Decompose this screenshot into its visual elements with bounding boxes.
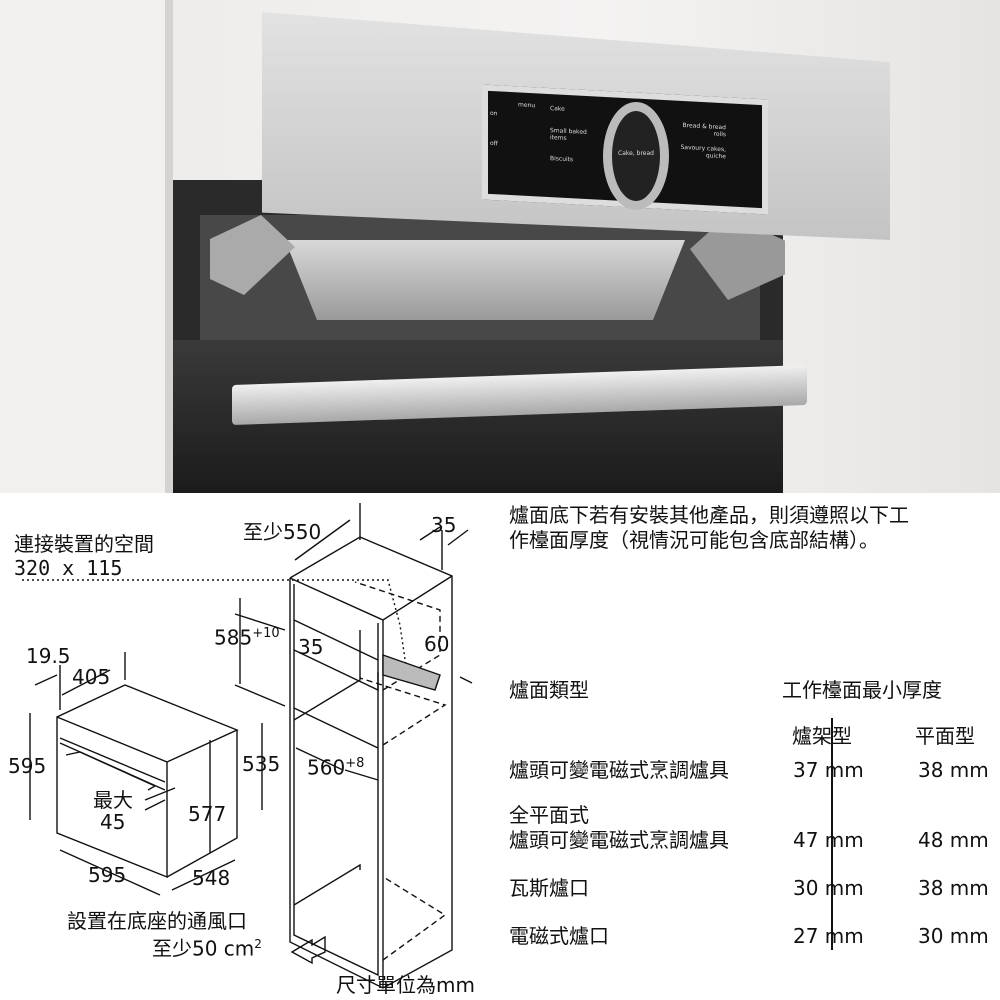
row-type: 瓦斯爐口 [509, 876, 589, 900]
subheader-flat: 平面型 [915, 724, 975, 748]
dim-min-550: 至少550 [243, 520, 322, 544]
subheader-rack: 爐架型 [792, 724, 852, 748]
control-ring[interactable]: Cake, bread [603, 102, 669, 210]
dim-595-width: 595 [88, 863, 127, 887]
column-divider [831, 718, 833, 950]
dim-19-5: 19.5 [26, 644, 71, 668]
dim-548: 548 [192, 866, 231, 890]
vent-value-text: 至少50 cm [152, 936, 255, 961]
cabinet-edge [165, 0, 173, 493]
wall-panel [0, 0, 165, 493]
connection-space-value: 320 x 115 [14, 556, 123, 580]
row-type: 全平面式 [509, 803, 589, 827]
product-photo: menu on off Cake Small baked items Biscu… [0, 0, 1000, 493]
dim-585-tolerance: +10 [252, 626, 280, 641]
row-flat: 38 mm [918, 758, 989, 782]
oven-box [56, 684, 239, 879]
vent-value: 至少50 cm2 [152, 938, 262, 959]
units-note: 尺寸單位為mm [336, 973, 475, 997]
ring-label: Cake, bread [618, 150, 654, 157]
dim-35-mid: 35 [298, 635, 324, 659]
dim-max-value: 45 [100, 810, 126, 834]
dim-560: 560+8 [307, 757, 364, 778]
row-type: 爐頭可變電磁式烹調爐具 [509, 828, 729, 852]
dim-595-height: 595 [8, 754, 47, 778]
row-type: 電磁式爐口 [509, 924, 609, 948]
dim-405: 405 [72, 665, 111, 689]
connection-dotted-line [22, 579, 409, 681]
dim-35-top: 35 [431, 513, 457, 537]
row-rack: 37 mm [793, 758, 864, 782]
dim-560-tolerance: +8 [345, 756, 365, 771]
dim-585: 585+10 [214, 627, 280, 648]
dim-577: 577 [188, 802, 227, 826]
connection-space-label: 連接裝置的空間 [14, 532, 154, 556]
dim-max-label: 最大 [93, 788, 133, 812]
steam-tray [285, 240, 685, 320]
vent-value-superscript: 2 [254, 937, 262, 951]
intro-line-1: 爐面底下若有安裝其他產品，則須遵照以下工 [509, 503, 909, 527]
vent-arrow-icon [290, 935, 326, 965]
row-flat: 30 mm [918, 924, 989, 948]
dim-585-value: 585 [214, 625, 253, 650]
row-flat: 38 mm [918, 876, 989, 900]
dim-560-value: 560 [307, 755, 346, 780]
row-rack: 27 mm [793, 924, 864, 948]
vent-label: 設置在底座的通風口 [67, 909, 247, 933]
dimension-lines [29, 503, 473, 896]
row-rack: 47 mm [793, 828, 864, 852]
row-type: 爐頭可變電磁式烹調爐具 [509, 758, 729, 782]
row-rack: 30 mm [793, 876, 864, 900]
header-min-thickness: 工作檯面最小厚度 [782, 678, 942, 702]
intro-line-2: 作檯面厚度（視情況可能包含底部結構）。 [509, 528, 879, 552]
tall-cabinet [289, 536, 453, 989]
row-flat: 48 mm [918, 828, 989, 852]
hatched-area [382, 654, 441, 691]
dim-535: 535 [242, 752, 281, 776]
dim-60: 60 [424, 632, 450, 656]
header-hob-type: 爐面類型 [509, 678, 589, 702]
